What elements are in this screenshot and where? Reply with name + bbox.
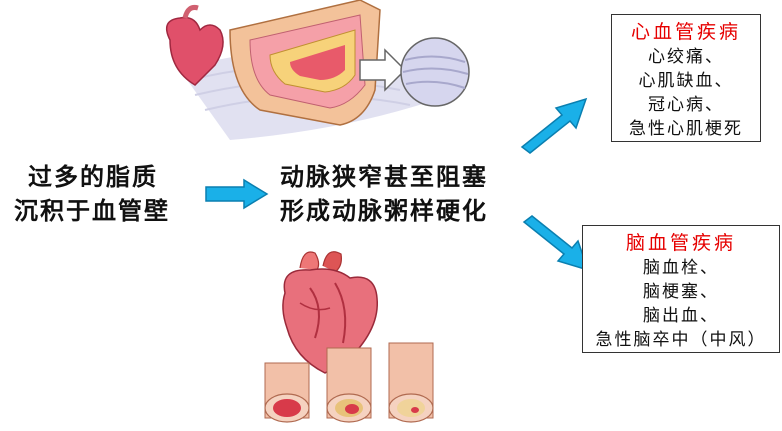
heart-disease-item-2: 心肌缺血、 — [612, 69, 760, 93]
brain-disease-box: 脑血管疾病 脑血栓、 脑梗塞、 脑出血、 急性脑卒中（中风） — [582, 225, 780, 353]
heart-arteries-illustration — [255, 248, 450, 428]
brain-disease-title: 脑血管疾病 — [583, 230, 779, 256]
cause-line-1: 过多的脂质 — [14, 160, 170, 194]
process-line-2: 形成动脉粥样硬化 — [280, 194, 488, 228]
heart-disease-item-4: 急性心肌梗死 — [612, 117, 760, 141]
cause-text: 过多的脂质 沉积于血管壁 — [14, 160, 170, 228]
heart-disease-box: 心血管疾病 心绞痛、 心肌缺血、 冠心病、 急性心肌梗死 — [611, 14, 761, 142]
arrow-up-right-icon — [518, 95, 590, 157]
heart-disease-title: 心血管疾病 — [612, 19, 760, 45]
process-text: 动脉狭窄甚至阻塞 形成动脉粥样硬化 — [280, 160, 488, 228]
artery-plaque-illustration — [150, 0, 470, 150]
cause-line-2: 沉积于血管壁 — [14, 194, 170, 228]
magnified-view-icon — [401, 38, 469, 106]
blocked-artery-icon — [389, 343, 433, 422]
heart-disease-item-3: 冠心病、 — [612, 93, 760, 117]
brain-disease-item-4: 急性脑卒中（中风） — [583, 328, 779, 352]
process-line-1: 动脉狭窄甚至阻塞 — [280, 160, 488, 194]
brain-disease-item-3: 脑出血、 — [583, 304, 779, 328]
brain-disease-item-2: 脑梗塞、 — [583, 280, 779, 304]
heart-disease-item-1: 心绞痛、 — [612, 45, 760, 69]
plaque-artery-icon — [327, 348, 371, 422]
healthy-artery-icon — [265, 363, 309, 422]
arrow-right-icon — [204, 178, 270, 210]
brain-disease-item-1: 脑血栓、 — [583, 256, 779, 280]
